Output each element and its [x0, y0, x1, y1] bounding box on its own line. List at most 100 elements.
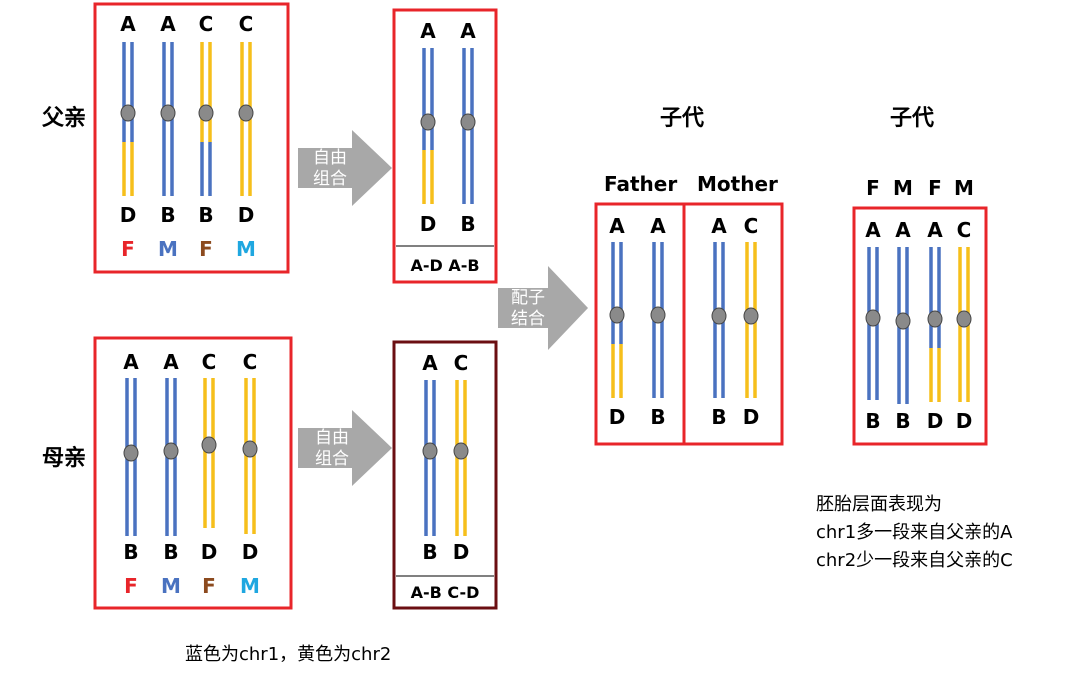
mother-parent-bottom-label: B: [123, 540, 138, 564]
offspring-mother-bottom-label: D: [743, 405, 760, 429]
mother-parent-frame: [93, 336, 293, 610]
father-parent-origin-label: F: [199, 237, 213, 261]
mother-parent-origin-label: F: [202, 574, 216, 598]
offspring-final-top-label: A: [927, 218, 943, 242]
mother-gamete-caption: A-B C-D: [411, 583, 480, 602]
mother-parent-origin-label: M: [161, 574, 181, 598]
father-label: 父亲: [42, 106, 86, 131]
offspring-final-top-label: C: [957, 218, 972, 242]
note-line-1: 胚胎层面表现为: [816, 494, 942, 515]
mother-parent-origin-label: F: [124, 574, 138, 598]
father-parent-origin-label: F: [121, 237, 135, 261]
arrow-label-line1: 配子: [511, 288, 545, 308]
father-gamete-bottom-label: D: [420, 212, 437, 236]
mother-parent-chromosome-centromere: [163, 442, 179, 460]
mother-gamete-bottom-label: D: [453, 540, 470, 564]
offspring-final-chromosome-centromere: [895, 312, 911, 330]
offspring-title-1: 子代: [660, 106, 704, 131]
mother-gamete-top-label: A: [422, 351, 438, 375]
offspring-mother-chromosome-centromere: [743, 307, 759, 325]
offspring-final-chromosome-centromere: [927, 310, 943, 328]
father-parent-top-label: A: [160, 12, 176, 36]
offspring-final-top-label: A: [895, 218, 911, 242]
mother-gamete-bottom-label: B: [422, 540, 437, 564]
father-gamete-frame: [392, 8, 498, 284]
offspring-final-chromosome-centromere: [956, 310, 972, 328]
father-parent-chromosome-centromere: [160, 104, 176, 122]
mother-parent-top-label: A: [123, 350, 139, 374]
mother-gamete-frame: [392, 340, 498, 610]
mother-parent-chromosome-centromere: [123, 444, 139, 462]
father-gamete-caption: A-D A-B: [410, 256, 479, 275]
offspring-father-chromosome-centromere: [609, 306, 625, 324]
offspring-final-chromosome-centromere: [865, 309, 881, 327]
offspring-father-top-label: A: [650, 214, 666, 238]
color-legend: 蓝色为chr1，黄色为chr2: [185, 644, 391, 665]
mother-parent-bottom-label: D: [242, 540, 259, 564]
offspring-final-header-label: M: [893, 176, 913, 200]
column-mother-label: Mother: [697, 172, 778, 196]
offspring-final-bottom-label: B: [895, 409, 910, 433]
offspring-final-header-label: M: [954, 176, 974, 200]
father-gamete-chromosome-centromere: [460, 113, 476, 131]
mother-gamete-chromosome-centromere: [453, 442, 469, 460]
father-parent-bottom-label: D: [238, 203, 255, 227]
mother-parent-origin-label: M: [240, 574, 260, 598]
offspring-father-top-label: A: [609, 214, 625, 238]
arrow-label-line2: 结合: [511, 309, 545, 329]
offspring-final-bottom-label: D: [956, 409, 973, 433]
mother-parent-chromosome-centromere: [242, 440, 258, 458]
arrow-free-combination-top: 自由 组合: [298, 130, 392, 206]
father-parent-frame: [93, 2, 290, 274]
offspring-final-bottom-label: D: [927, 409, 944, 433]
offspring-mother-chromosome-centromere: [711, 307, 727, 325]
father-parent-origin-label: M: [158, 237, 178, 261]
father-parent-chromosome-centromere: [238, 104, 254, 122]
offspring-title-2: 子代: [890, 106, 934, 131]
offspring-father-chromosomes: A D A B: [609, 214, 667, 429]
offspring-father-bottom-label: D: [609, 405, 626, 429]
arrow-shape: [298, 410, 392, 486]
father-gamete-top-label: A: [460, 19, 476, 43]
mother-parent-top-label: C: [202, 350, 217, 374]
offspring-final-header-label: F: [866, 176, 880, 200]
father-parent-bottom-label: B: [160, 203, 175, 227]
father-parent-chromosome-centromere: [198, 104, 214, 122]
mother-parent-chromosome-centromere: [201, 436, 217, 454]
mother-gamete-chromosomes: A B C D: [422, 351, 469, 564]
offspring-father-chromosome-centromere: [650, 306, 666, 324]
offspring-mother-frame: [682, 202, 784, 446]
mother-parent-top-label: C: [243, 350, 258, 374]
offspring-mother-bottom-label: B: [711, 405, 726, 429]
arrow-label-line2: 组合: [315, 449, 349, 469]
arrow-label-line2: 组合: [313, 169, 347, 189]
father-parent-top-label: C: [239, 12, 254, 36]
arrow-shape: [298, 130, 392, 206]
arrow-shape: [498, 266, 588, 350]
mother-gamete-chromosome-centromere: [422, 442, 438, 460]
father-parent-top-label: C: [199, 12, 214, 36]
note-line-3: chr2少一段来自父亲的C: [816, 550, 1013, 571]
arrow-label-line1: 自由: [313, 148, 347, 168]
mother-label: 母亲: [42, 446, 86, 471]
arrow-free-combination-bottom: 自由 组合: [298, 410, 392, 486]
offspring-final-top-label: A: [865, 218, 881, 242]
note-line-2: chr1多一段来自父亲的A: [816, 522, 1013, 543]
offspring-final-header-label: F: [928, 176, 942, 200]
mother-gamete-top-label: C: [454, 351, 469, 375]
mother-parent-top-label: A: [163, 350, 179, 374]
offspring-father-bottom-label: B: [650, 405, 665, 429]
father-parent-chromosome-centromere: [120, 104, 136, 122]
father-parent-bottom-label: B: [198, 203, 213, 227]
father-parent-bottom-label: D: [120, 203, 137, 227]
offspring-final-frame: [852, 206, 988, 446]
father-parent-top-label: A: [120, 12, 136, 36]
offspring-mother-top-label: C: [744, 214, 759, 238]
offspring-final-bottom-label: B: [865, 409, 880, 433]
